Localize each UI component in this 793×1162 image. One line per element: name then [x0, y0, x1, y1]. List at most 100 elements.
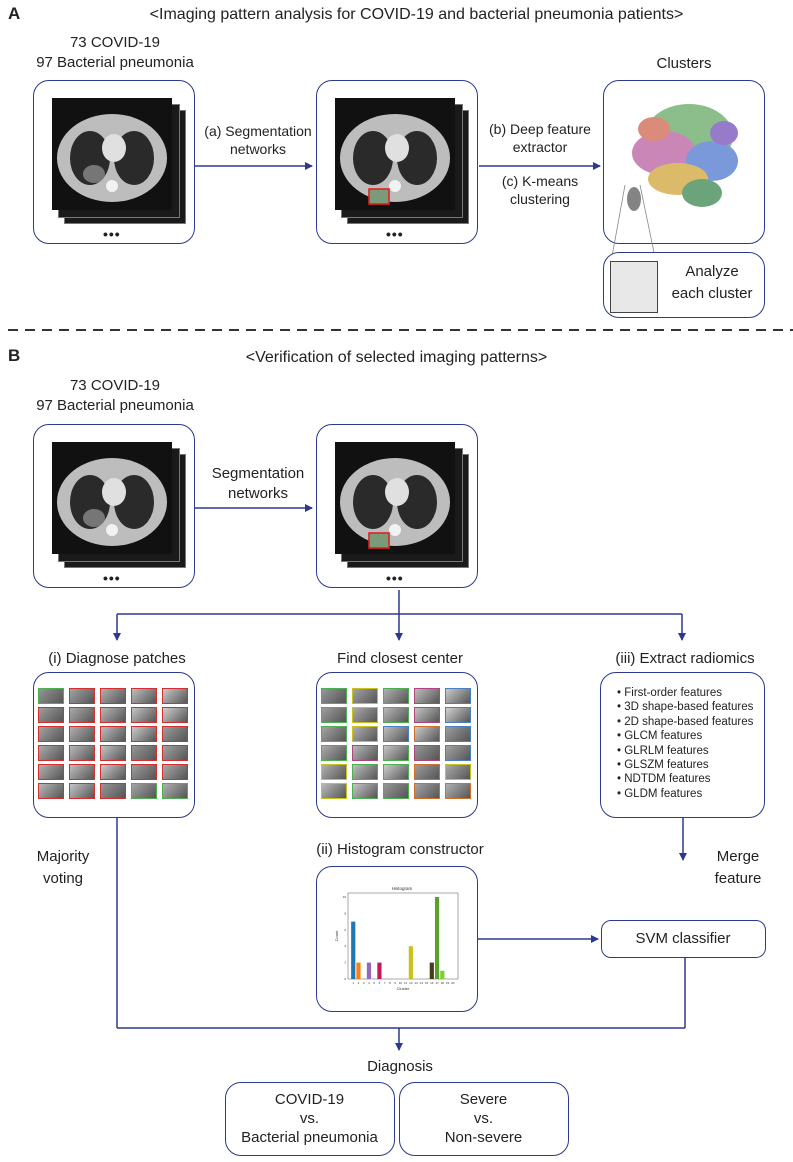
step-b-line1: (b) Deep feature [489, 121, 591, 137]
lung-patch [445, 726, 471, 742]
radiomics-item: GLSZM features [617, 758, 753, 772]
lung-patch [162, 764, 188, 780]
merge-line2: feature [714, 870, 762, 887]
cluster-zoom-thumbnail [610, 261, 658, 313]
lung-patch [445, 707, 471, 723]
lung-patch [69, 764, 95, 780]
histogram-frame [347, 892, 459, 980]
branch-i-label: (i) Diagnose patches [48, 650, 186, 667]
ellipsis-b1: ••• [103, 570, 121, 586]
branch-ii-label: (ii) Histogram constructor [316, 841, 484, 858]
lung-patch [414, 726, 440, 742]
lung-patch [383, 764, 409, 780]
lung-patch [162, 707, 188, 723]
lung-patch [69, 707, 95, 723]
lung-patch [414, 745, 440, 761]
panel-b-letter: B [8, 346, 21, 365]
analyze-line1: Analyze [685, 263, 739, 280]
cluster-scatter [627, 104, 738, 211]
lung-patch [352, 707, 378, 723]
lung-patch [131, 726, 157, 742]
lung-patch [100, 783, 126, 799]
histogram-x-tick: 20 [451, 981, 455, 985]
result2-line2: vs. [473, 1110, 494, 1127]
histogram-x-tick: 16 [430, 981, 434, 985]
lung-patch [383, 726, 409, 742]
lung-patch [69, 745, 95, 761]
histogram-x-tick: 5 [373, 981, 375, 985]
histogram-x-tick: 11 [404, 981, 407, 985]
ellipsis-a1: ••• [103, 226, 121, 242]
lung-patch [321, 783, 347, 799]
histogram-x-tick: 1 [352, 981, 354, 985]
ct-image-b2 [335, 442, 455, 554]
lung-patch [162, 783, 188, 799]
analyze-cluster-box: Analyze each cluster [603, 252, 765, 318]
lung-patch [131, 707, 157, 723]
histogram-bar [366, 962, 372, 979]
radiomics-item: NDTDM features [617, 772, 753, 786]
patch-grid-diagnose [38, 688, 192, 803]
lung-patch [100, 726, 126, 742]
cohort-a-line2: 97 Bacterial pneumonia [36, 54, 194, 71]
lung-patch [162, 745, 188, 761]
lung-patch [352, 688, 378, 704]
histogram-x-tick: 19 [446, 981, 450, 985]
histogram-y-tick: 0 [344, 977, 346, 981]
lung-patch [383, 745, 409, 761]
histogram-y-tick: 4 [344, 944, 346, 948]
lung-patch [69, 688, 95, 704]
histogram-bar [356, 962, 361, 979]
radiomics-item: GLRLM features [617, 744, 753, 758]
result2-line1: Severe [459, 1091, 508, 1108]
panel-a-title: <Imaging pattern analysis for COVID-19 a… [149, 6, 684, 23]
svm-box: SVM classifier [601, 920, 766, 958]
histogram-bar [429, 962, 434, 979]
diagnose-patches-box [33, 672, 195, 818]
histogram-bars [351, 897, 445, 979]
histogram-x-tick: 15 [425, 981, 429, 985]
lung-patch [321, 688, 347, 704]
radiomics-item: GLCM features [617, 729, 753, 743]
radiomics-item: GLDM features [617, 787, 753, 801]
lung-patch [414, 783, 440, 799]
radiomics-item: 3D shape-based features [617, 700, 753, 714]
histogram-xlabel: Cluster [397, 986, 410, 991]
svm-label: SVM classifier [635, 930, 731, 947]
lung-patch [38, 707, 64, 723]
cohort-b-line1: 73 COVID-19 [69, 377, 161, 394]
lung-patch [162, 688, 188, 704]
histogram-ylabel: Count [334, 930, 339, 942]
lung-patch [131, 764, 157, 780]
diagnosis-label: Diagnosis [367, 1058, 433, 1075]
histogram-x-tick: 8 [389, 981, 391, 985]
histogram-x-tick: 10 [399, 981, 403, 985]
histogram-bar [408, 946, 413, 979]
lung-patch [100, 707, 126, 723]
histogram-y-tick: 6 [344, 928, 346, 932]
panel-a-letter: A [8, 4, 21, 23]
lung-patch [445, 745, 471, 761]
result1-line3: Bacterial pneumonia [241, 1129, 378, 1146]
branch-center-label: Find closest center [337, 650, 463, 667]
ct-image-a2 [335, 98, 455, 210]
lung-patch [100, 745, 126, 761]
histogram-x-tick: 4 [368, 981, 370, 985]
histogram-x-tick: 17 [435, 981, 439, 985]
ct-image-b1 [52, 442, 172, 554]
histogram-x-tick: 7 [384, 981, 386, 985]
histogram-x-tick: 3 [363, 981, 365, 985]
result-covid-box: COVID-19 vs. Bacterial pneumonia [225, 1082, 395, 1156]
lung-patch [321, 745, 347, 761]
analyze-line2: each cluster [671, 285, 753, 302]
lung-patch [162, 726, 188, 742]
lung-patch [38, 745, 64, 761]
histogram-y-tick: 10 [343, 895, 347, 899]
lung-patch [100, 764, 126, 780]
lung-patch [69, 783, 95, 799]
lung-patch [69, 726, 95, 742]
radiomics-list: First-order features 3D shape-based feat… [617, 686, 753, 801]
